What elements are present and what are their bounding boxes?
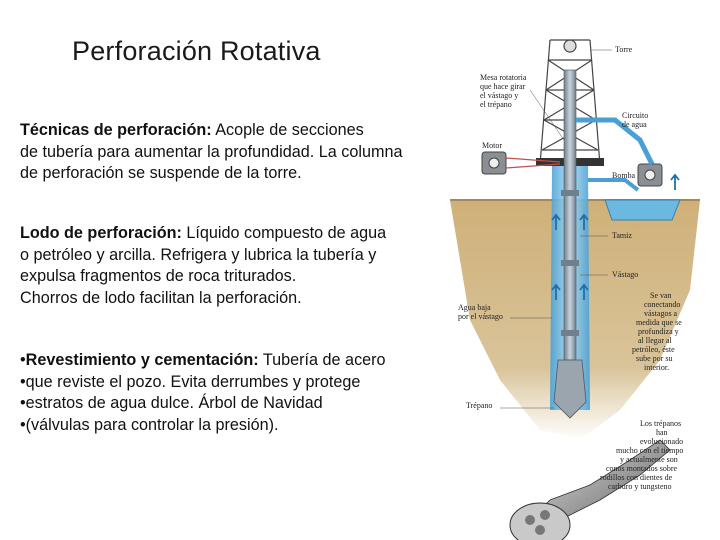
note-line-5: profundiza y — [638, 327, 679, 336]
label-mesa-4: el trépano — [480, 100, 512, 109]
p1-line1: Técnicas de perforación: Acople de secci… — [20, 120, 460, 142]
p1-heading: Técnicas de perforación: — [20, 121, 212, 139]
pipe-joint — [561, 330, 579, 336]
p3-text2: que reviste el pozo. Evita derrumbes y p… — [26, 373, 361, 391]
slide-title: Perforación Rotativa — [72, 36, 321, 67]
label-mesa-1: Mesa rotatoria — [480, 73, 527, 82]
bits-line-7: rodillos con dientes de — [600, 473, 673, 482]
note-line-1: Se van — [650, 291, 672, 300]
pump-icon — [638, 164, 662, 186]
bits-line-6: conos montados sobre — [606, 464, 678, 473]
label-trepano: Trépano — [466, 401, 492, 410]
label-motor: Motor — [482, 141, 502, 150]
p2-line2: o petróleo y arcilla. Refrigera y lubric… — [20, 245, 460, 267]
note-line-8: sube por su — [636, 354, 672, 363]
pipe-joint — [561, 260, 579, 266]
mud-return-pipe — [588, 180, 638, 190]
drill-pipe — [564, 70, 576, 360]
bits-line-4: mucho con el tiempo — [616, 446, 683, 455]
paragraph-casing: •Revestimiento y cementación: Tubería de… — [20, 350, 460, 436]
p3-line2: •que reviste el pozo. Evita derrumbes y … — [20, 372, 460, 394]
paragraph-drilling-techniques: Técnicas de perforación: Acople de secci… — [20, 120, 460, 185]
p2-line4: Chorros de lodo facilitan la perforación… — [20, 288, 460, 310]
note-line-3: vástagos a — [644, 309, 678, 318]
label-agua-1: Agua baja — [458, 303, 491, 312]
p3-text3: estratos de agua dulce. Árbol de Navidad — [26, 394, 323, 412]
bits-line-1: Los trépanos — [640, 419, 681, 428]
p3-text1: Tubería de acero — [259, 351, 386, 369]
label-agua-2: por el vástago — [458, 312, 503, 321]
p3-line4: •(válvulas para controlar la presión). — [20, 415, 460, 437]
note-line-4: medida que se — [636, 318, 682, 327]
paragraph-drilling-mud: Lodo de perforación: Líquido compuesto d… — [20, 223, 460, 309]
label-torre: Torre — [615, 45, 633, 54]
pipe-joint — [561, 190, 579, 196]
label-tamiz: Tamiz — [612, 231, 632, 240]
p2-line3: expulsa fragmentos de roca triturados. — [20, 266, 460, 288]
label-bomba: Bomba — [612, 171, 636, 180]
p3-line3: •estratos de agua dulce. Árbol de Navida… — [20, 393, 460, 415]
p2-text1: Líquido compuesto de agua — [182, 224, 386, 242]
note-line-2: conectando — [644, 300, 680, 309]
p3-heading: Revestimiento y cementación: — [26, 351, 259, 369]
p2-line1: Lodo de perforación: Líquido compuesto d… — [20, 223, 460, 245]
p1-line3: de perforación se suspende de la torre. — [20, 163, 460, 185]
label-mesa-2: que hace girar — [480, 82, 526, 91]
label-vastago: Vástago — [612, 270, 638, 279]
p2-heading: Lodo de perforación: — [20, 224, 182, 242]
p3-line1: •Revestimiento y cementación: Tubería de… — [20, 350, 460, 372]
note-line-7: petróleo, éste — [632, 345, 675, 354]
note-line-9: interior. — [644, 363, 669, 372]
p1-line2: de tubería para aumentar la profundidad.… — [20, 142, 460, 164]
note-line-6: al llegar al — [638, 336, 673, 345]
bits-line-5: y actualmente son — [620, 455, 678, 464]
bits-line-2: han — [656, 428, 668, 437]
p3-text4: (válvulas para controlar la presión). — [26, 416, 279, 434]
mud-pit — [605, 200, 680, 220]
bits-line-8: carburo y tungsteno — [608, 482, 672, 491]
bits-note-block: Los trépanos han evolucionado mucho con … — [600, 419, 683, 491]
bits-line-3: evolucionado — [640, 437, 683, 446]
drilling-rig-illustration: Torre Mesa rotatoria que hace girar el v… — [440, 30, 720, 540]
label-mesa-3: el vástago y — [480, 91, 518, 100]
label-circuito-1: Circuito — [622, 111, 648, 120]
p1-text1: Acople de secciones — [212, 121, 364, 139]
label-circuito-2: de agua — [622, 120, 647, 129]
